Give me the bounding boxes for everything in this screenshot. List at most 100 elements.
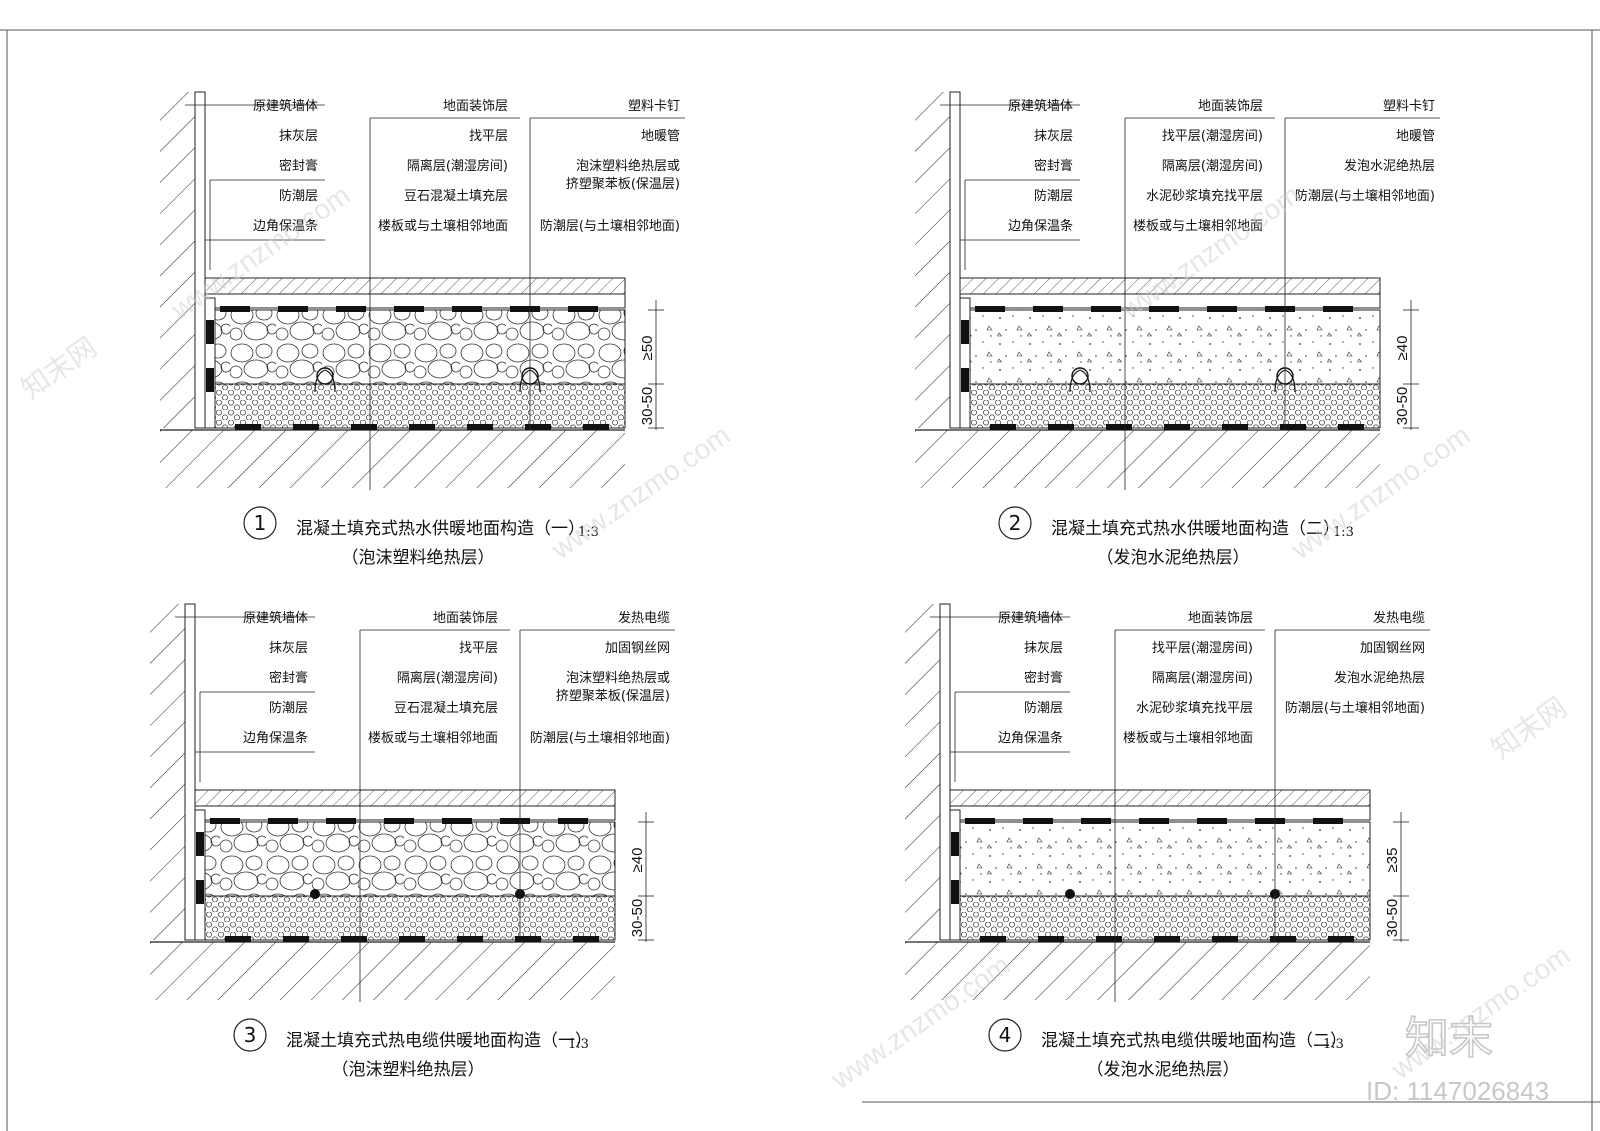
membrane-mark (975, 306, 1005, 312)
label-mid: 豆石混凝土填充层 (404, 188, 508, 204)
membrane-mark (965, 818, 995, 824)
detail-subtitle: （泡沫塑料绝热层） (342, 548, 495, 568)
detail-number: 2 (1009, 511, 1022, 535)
membrane-mark (1081, 818, 1111, 824)
label-right: 地暖管 (1396, 129, 1435, 144)
label-left: 原建筑墙体 (253, 98, 318, 114)
moisture-mark (1328, 936, 1354, 942)
label-mid: 隔离层(潮湿房间) (1152, 670, 1253, 686)
moisture-mark (583, 424, 609, 430)
heating-cable (1065, 889, 1075, 899)
screed-layer (204, 293, 626, 309)
label-mid: 地面装饰层 (1198, 99, 1263, 114)
membrane-mark (510, 306, 540, 312)
label-mid: 地面装饰层 (443, 99, 508, 114)
label-mid: 楼板或与土壤相邻地面 (368, 730, 498, 746)
membrane-mark (1255, 818, 1285, 824)
detail-panel-4: 原建筑墙体抹灰层密封膏防潮层边角保温条地面装饰层找平层(潮湿房间)隔离层(潮湿房… (905, 603, 1430, 1080)
membrane-mark (336, 306, 366, 312)
label-right: 加固钢丝网 (605, 641, 670, 656)
label-mid: 地面装饰层 (433, 611, 498, 626)
label-mid: 楼板或与土壤相邻地面 (1133, 218, 1263, 234)
label-mid: 楼板或与土壤相邻地面 (1123, 730, 1253, 746)
label-right: 防潮层(与土壤相邻地面) (540, 218, 680, 234)
membrane-mark (1139, 818, 1169, 824)
plaster-layer (939, 603, 951, 941)
insulation-layer (969, 383, 1381, 429)
label-mid: 水泥砂浆填充找平层 (1146, 188, 1263, 204)
detail-panel-1: 原建筑墙体抹灰层密封膏防潮层边角保温条地面装饰层找平层隔离层(潮湿房间)豆石混凝… (160, 91, 685, 568)
floor-slab-hatch (160, 430, 625, 488)
moisture-mark (235, 424, 261, 430)
edge-mark (206, 320, 214, 344)
detail-subtitle: （发泡水泥绝热层） (1087, 1060, 1240, 1080)
moisture-mark (990, 424, 1016, 430)
membrane-mark (1207, 306, 1237, 312)
label-right: 塑料卡钉 (628, 99, 680, 114)
moisture-mark (409, 424, 435, 430)
dimension-bottom: 30-50 (639, 387, 656, 425)
floor-slab-hatch (905, 942, 1370, 1000)
plastic-clip (314, 369, 336, 393)
membrane-mark (1265, 306, 1295, 312)
membrane-mark (1023, 818, 1053, 824)
label-left: 抹灰层 (279, 129, 318, 144)
detail-panel-2: 原建筑墙体抹灰层密封膏防潮层边角保温条地面装饰层找平层(潮湿房间)隔离层(潮湿房… (915, 91, 1440, 568)
edge-mark (951, 832, 959, 856)
watermark-brand: 知末网 (16, 331, 103, 405)
moisture-mark (1154, 936, 1180, 942)
plastic-clip (1069, 369, 1091, 393)
wall-hatch (915, 92, 950, 428)
moisture-mark (980, 936, 1006, 942)
floor-slab-hatch (150, 942, 615, 1000)
dimension-bottom: 30-50 (1394, 387, 1411, 425)
edge-mark (206, 368, 214, 392)
detail-number-circle (998, 506, 1032, 540)
membrane-mark (558, 818, 588, 824)
moisture-mark (457, 936, 483, 942)
detail-number-circle (988, 1018, 1022, 1052)
moisture-mark (341, 936, 367, 942)
label-right: 防潮层(与土壤相邻地面) (1295, 188, 1435, 204)
detail-number-circle (233, 1018, 267, 1052)
moisture-mark (1106, 424, 1132, 430)
membrane-mark (384, 818, 414, 824)
dimension-bottom: 30-50 (629, 899, 646, 937)
detail-panel-3: 原建筑墙体抹灰层密封膏防潮层边角保温条地面装饰层找平层隔离层(潮湿房间)豆石混凝… (150, 603, 675, 1080)
label-mid: 隔离层(潮湿房间) (1162, 158, 1263, 174)
label-left: 密封膏 (269, 670, 308, 686)
label-right: 泡沫塑料绝热层或 (566, 670, 670, 686)
label-right: 发泡水泥绝热层 (1344, 158, 1435, 174)
label-left: 防潮层 (269, 700, 308, 716)
label-left: 抹灰层 (1034, 129, 1073, 144)
edge-mark (196, 832, 204, 856)
label-mid: 豆石混凝土填充层 (394, 700, 498, 716)
detail-title: 混凝土填充式热水供暖地面构造（二） (1051, 519, 1340, 539)
screed-layer (194, 805, 616, 821)
label-mid: 隔离层(潮湿房间) (407, 158, 508, 174)
label-left: 密封膏 (279, 158, 318, 174)
label-mid: 水泥砂浆填充找平层 (1136, 700, 1253, 716)
membrane-mark (1033, 306, 1063, 312)
label-left: 原建筑墙体 (243, 610, 308, 626)
membrane-mark (326, 818, 356, 824)
membrane-mark (452, 306, 482, 312)
moisture-mark (1038, 936, 1064, 942)
watermark-id: ID: 1147026843 (1366, 1076, 1549, 1106)
dimension-top: ≥40 (629, 848, 646, 873)
label-right: 防潮层(与土壤相邻地面) (1285, 700, 1425, 716)
membrane-mark (568, 306, 598, 312)
label-left: 防潮层 (279, 188, 318, 204)
filler-layer (214, 309, 626, 385)
wall-hatch (160, 92, 195, 428)
heating-cable (310, 889, 320, 899)
watermark-brand: 知末网 (1486, 691, 1573, 765)
membrane-mark (220, 306, 250, 312)
wall-hatch (905, 604, 940, 940)
watermark-logo: 知末 (1405, 1013, 1493, 1064)
floor-finish-layer (194, 789, 616, 807)
label-right: 发热电缆 (618, 610, 670, 626)
wall-hatch (150, 604, 185, 940)
moisture-mark (515, 936, 541, 942)
